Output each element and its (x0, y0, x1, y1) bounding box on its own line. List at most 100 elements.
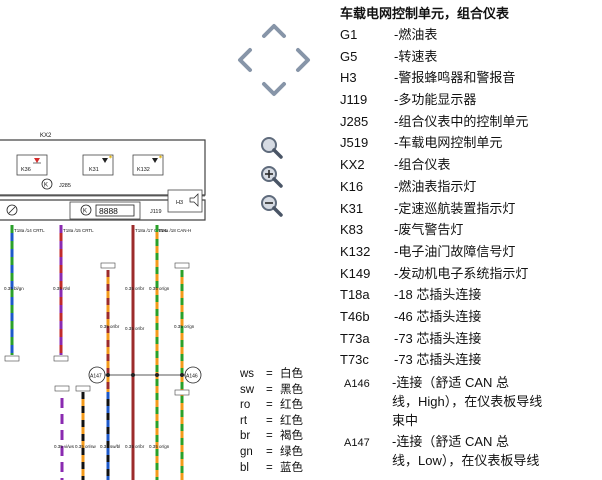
wire-label-10: 0.35 sw/bl (100, 444, 120, 449)
legend-code: K149 (340, 265, 371, 281)
arrow-up-icon[interactable] (262, 24, 286, 38)
legend-item: J285-组合仪表中的控制单元 (338, 111, 600, 133)
legend-description: -车载电网控制单元 (394, 135, 503, 151)
legend-code: J285 (340, 113, 369, 129)
wire-label-1: 0.35 bl/gn (4, 286, 24, 291)
svg-text:H3: H3 (176, 200, 183, 206)
color-code: br (240, 430, 251, 443)
color-code: ws (240, 368, 255, 380)
legend-description-line: 线，Low），在仪表板导线 (392, 453, 540, 468)
legend-code: K132 (340, 243, 371, 259)
svg-text:✶: ✶ (108, 154, 113, 161)
pin-label-1: T18a /14 CRTL (14, 228, 45, 233)
color-name: 黑色 (280, 383, 303, 396)
color-key-row: br=褐色 (240, 429, 330, 445)
legend-description: -连接（舒适 CAN 总线，High），在仪表板导线束中 (392, 373, 600, 430)
k31-lamp: ✶ K31 (82, 154, 114, 176)
k36-lamp: K36 (16, 154, 48, 176)
equals-sign: = (266, 430, 273, 443)
color-key-row: ws=白色 (240, 367, 330, 383)
legend-item: T18a -18 芯插头连接 (338, 284, 600, 306)
k132-lamp: ✶ K132 (132, 154, 164, 176)
navigation-controls (238, 24, 310, 217)
legend-code: H3 (340, 70, 357, 86)
wire-label-9: 0.35 or/sw (75, 444, 97, 449)
svg-text:K: K (44, 183, 48, 189)
a146-splice: A146 (184, 366, 202, 384)
legend-description: -发动机电子系统指示灯 (394, 265, 529, 281)
arrow-right-icon[interactable] (296, 48, 310, 72)
pin-label-4: T18a /18 CAN-H (158, 228, 191, 233)
wire-label-6: 0.35 or/br (125, 326, 145, 331)
equals-sign: = (266, 445, 273, 458)
svg-text:J285: J285 (59, 183, 71, 189)
legend-description: -连接（舒适 CAN 总线，Low），在仪表板导线 (392, 432, 600, 470)
legend-code: T73a (340, 330, 370, 346)
legend-code: T18a (340, 287, 370, 303)
legend-item: T46b -46 芯插头连接 (338, 306, 600, 328)
color-name: 绿色 (280, 445, 303, 458)
color-key-row: bl = 蓝色 (240, 461, 330, 477)
legend-code: T46b (340, 308, 370, 324)
legend-description-line: -连接（舒适 CAN 总 (392, 375, 510, 390)
legend-description: -73 芯插头连接 (394, 330, 482, 346)
legend-code: T73c (340, 352, 369, 368)
arrow-down-icon[interactable] (262, 82, 286, 96)
wire-label-5: 0.35 or/gn (149, 286, 170, 291)
legend-description: -组合仪表 (394, 157, 451, 173)
zoom-out-icon[interactable] (261, 195, 283, 217)
legend-description: -18 芯插头连接 (394, 287, 482, 303)
color-name: 蓝色 (280, 461, 303, 474)
legend-item: K132 -电子油门故障信号灯 (338, 241, 600, 263)
wire-label-7: 0.35 or/gn (174, 324, 195, 329)
legend-code: A147 (344, 437, 370, 449)
color-code: bl (240, 461, 249, 474)
equals-sign: = (266, 461, 273, 474)
wire-label-11: 0.35 or/br (125, 444, 145, 449)
legend-description: -多功能显示器 (394, 92, 477, 108)
legend-item: J519-车载电网控制单元 (338, 132, 600, 154)
legend-description-line: 束中 (392, 413, 419, 428)
color-code: ro (240, 399, 251, 412)
legend-description: -电子油门故障信号灯 (394, 243, 516, 259)
svg-text:K31: K31 (89, 167, 99, 173)
a147-splice: A147 (88, 366, 106, 384)
legend-item: H3-警报蜂鸣器和警报音 (338, 67, 600, 89)
legend-item: K149 -发动机电子系统指示灯 (338, 263, 600, 285)
legend-code: KX2 (340, 157, 365, 173)
j285-frame (0, 199, 206, 221)
wire-label-2: 0.35 rt/sl (53, 286, 70, 291)
color-code: rt (240, 414, 248, 427)
h3-buzzer (167, 189, 203, 213)
legend-description: -定速巡航装置指示灯 (394, 200, 516, 216)
legend-description: -46 芯插头连接 (394, 308, 482, 324)
legend-code: J119 (340, 92, 368, 108)
svg-text:K: K (83, 209, 87, 215)
legend-code: G1 (340, 27, 358, 42)
zoom-in-icon[interactable] (261, 166, 283, 188)
legend-item: G1 -燃油表 (338, 24, 600, 46)
color-key-row: gn=绿色 (240, 445, 330, 461)
arrow-left-icon[interactable] (238, 48, 252, 72)
legend-code: K16 (340, 178, 364, 194)
legend-item-multiline: A146-连接（舒适 CAN 总线，High），在仪表板导线束中 (338, 373, 600, 430)
magnifier-icon[interactable] (261, 137, 283, 159)
equals-sign: = (266, 399, 273, 412)
legend-description-line: 线，High），在仪表板导线 (392, 394, 543, 409)
wire-label-12: 0.35 or/gn (149, 444, 170, 449)
wire-label-4: 0.35 or/br (100, 324, 120, 329)
legend-code: K31 (340, 200, 364, 216)
pin-label-3: T18a /17 CAN-L (135, 228, 168, 233)
wire-label-8: 0.35 vi/ws (54, 444, 75, 449)
legend-item: T73a -73 芯插头连接 (338, 328, 600, 350)
color-code: sw (240, 383, 255, 396)
legend-description: -燃油表指示灯 (394, 178, 477, 194)
legend-item: K83-废气警告灯 (338, 219, 600, 241)
wiring-diagram: KX2 K36 ✶ K31 ✶ K132 K J285 K 8888 J119 … (0, 133, 206, 480)
svg-text:K132: K132 (137, 167, 150, 173)
legend-item: J119 -多功能显示器 (338, 89, 600, 111)
equals-sign: = (266, 368, 273, 380)
legend-description: -燃油表 (394, 27, 438, 42)
